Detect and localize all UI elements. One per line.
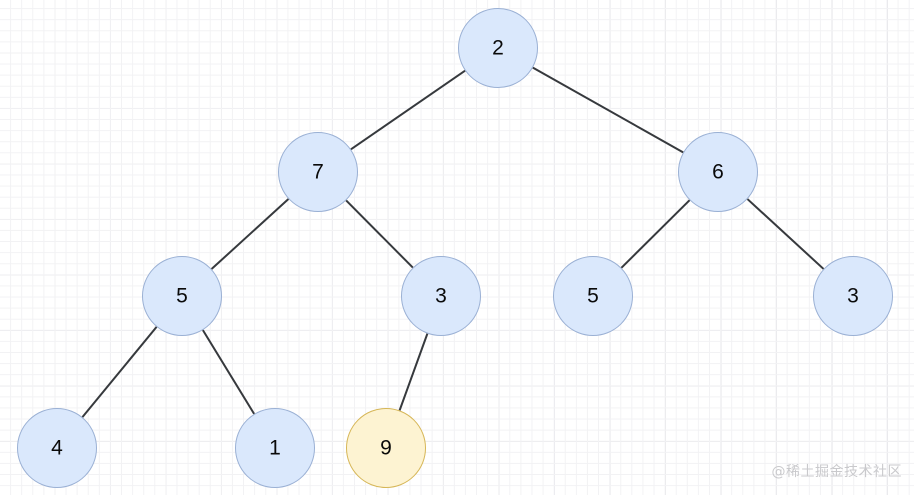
tree-node-3-n6[interactable]: 3 bbox=[813, 256, 893, 336]
tree-node-label: 4 bbox=[51, 436, 63, 459]
tree-node-4-n7[interactable]: 4 bbox=[17, 408, 97, 488]
tree-edge bbox=[81, 326, 158, 418]
tree-node-label: 2 bbox=[492, 36, 504, 59]
tree-edge bbox=[746, 198, 825, 270]
tree-edge bbox=[350, 69, 466, 151]
tree-edge bbox=[210, 198, 290, 270]
tree-node-label: 6 bbox=[712, 160, 724, 183]
tree-node-label: 5 bbox=[176, 284, 188, 307]
watermark-text: @稀土掘金技术社区 bbox=[771, 464, 902, 480]
tree-node-9-n9[interactable]: 9 bbox=[346, 408, 426, 488]
tree-node-label: 7 bbox=[312, 160, 324, 183]
tree-edge bbox=[398, 333, 429, 411]
tree-edge bbox=[620, 199, 691, 269]
tree-node-label: 9 bbox=[380, 436, 392, 459]
tree-node-5-n3[interactable]: 5 bbox=[142, 256, 222, 336]
tree-node-1-n8[interactable]: 1 bbox=[235, 408, 315, 488]
tree-node-label: 3 bbox=[435, 284, 447, 307]
tree-node-label: 5 bbox=[587, 284, 599, 307]
tree-node-6-n2[interactable]: 6 bbox=[678, 132, 758, 212]
tree-node-5-n5[interactable]: 5 bbox=[553, 256, 633, 336]
tree-node-3-n4[interactable]: 3 bbox=[401, 256, 481, 336]
tree-edge bbox=[532, 66, 684, 154]
tree-node-label: 1 bbox=[269, 436, 281, 459]
tree-node-7-n1[interactable]: 7 bbox=[278, 132, 358, 212]
tree-edge bbox=[345, 199, 414, 269]
tree-node-2-n0[interactable]: 2 bbox=[458, 8, 538, 88]
tree-edge bbox=[202, 329, 255, 415]
tree-node-label: 3 bbox=[847, 284, 859, 307]
